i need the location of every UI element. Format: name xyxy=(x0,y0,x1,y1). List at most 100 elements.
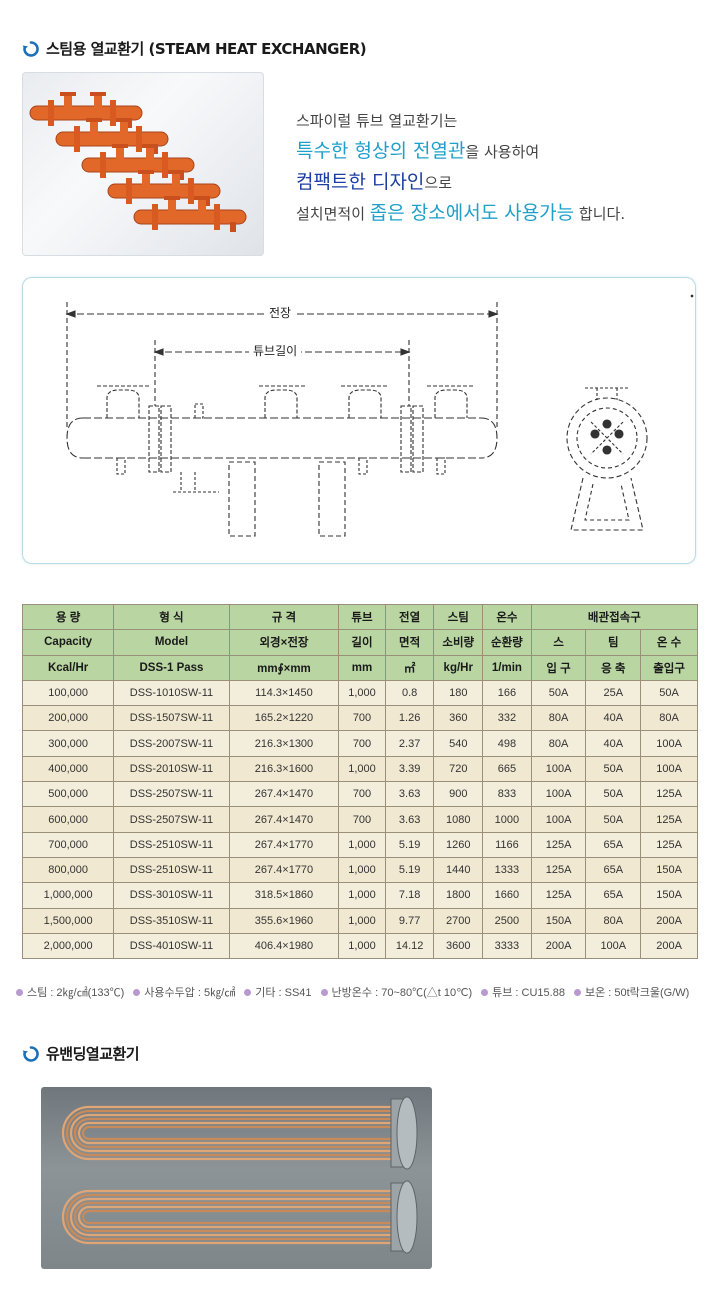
table-cell: 5.19 xyxy=(384,831,435,858)
th-consumption: 소비량 xyxy=(433,629,484,656)
table-cell: 1,000 xyxy=(338,882,386,909)
bullet-dot-icon xyxy=(244,988,252,996)
th-inout: 출입구 xyxy=(640,654,698,681)
table-cell: 3.63 xyxy=(384,806,435,833)
table-cell: 700 xyxy=(338,705,386,732)
table-cell: 100A xyxy=(530,781,587,808)
table-cell: 700,000 xyxy=(21,831,115,858)
bullet-dot-icon xyxy=(320,988,328,996)
table-cell: 700 xyxy=(338,730,386,757)
table-cell: 360 xyxy=(433,705,484,732)
table-cell: 50A xyxy=(640,679,698,707)
section-title-text: 유밴딩열교환기 xyxy=(46,1045,140,1063)
table-cell: 833 xyxy=(482,781,532,808)
spec-notes: 스팀 : 2㎏/㎠(133℃) 사용수두압 : 5㎏/㎠ 기타 : SS41 난… xyxy=(16,984,689,1000)
table-cell: 3.39 xyxy=(384,755,435,783)
table-cell: 500,000 xyxy=(21,781,115,808)
desc-line-4-rest: 합니다. xyxy=(574,205,626,223)
th-unit-kghr: kg/Hr xyxy=(433,654,484,681)
table-cell: 14.12 xyxy=(384,932,435,960)
th-od-length: 외경×전장 xyxy=(228,629,340,656)
th-unit-kcal: Kcal/Hr xyxy=(21,654,115,681)
table-cell: 165.2×1220 xyxy=(228,705,340,732)
desc-line-2-rest: 을 사용하여 xyxy=(465,143,540,161)
th-tube: 튜브 xyxy=(338,603,386,631)
note-item: 난방온수 : 70~80℃(△t 10℃) xyxy=(320,984,472,1000)
refresh-circle-icon xyxy=(22,40,39,57)
table-cell: DSS-2510SW-11 xyxy=(113,856,230,884)
th-circulation: 순환량 xyxy=(482,629,532,656)
table-cell: 180 xyxy=(433,679,484,707)
exchanger-unit xyxy=(107,170,221,206)
label-tube-length: 튜브길이 xyxy=(249,342,302,359)
table-cell: 200A xyxy=(640,932,698,960)
table-cell: 2,000,000 xyxy=(21,932,115,960)
desc-line-2-highlight: 특수한 형상의 전열관 xyxy=(296,140,466,162)
table-cell: 1440 xyxy=(433,856,484,884)
th-steam-s: 스 xyxy=(530,629,587,656)
table-cell: 3600 xyxy=(433,932,484,960)
th-unit-pass: DSS-1 Pass xyxy=(113,654,230,681)
table-cell: 100A xyxy=(530,806,587,833)
table-cell: 7.18 xyxy=(384,882,435,909)
table-cell: DSS-2510SW-11 xyxy=(113,831,230,858)
table-cell: 406.4×1980 xyxy=(228,932,340,960)
table-cell: 5.19 xyxy=(384,856,435,884)
label-total-length: 전장 xyxy=(265,304,296,321)
th-capacity-en: Capacity xyxy=(21,629,115,656)
table-cell: 100A xyxy=(585,932,642,960)
table-cell: 3.63 xyxy=(384,781,435,808)
table-cell: 200,000 xyxy=(21,705,115,732)
th-condensate: 응 축 xyxy=(585,654,642,681)
table-cell: 1333 xyxy=(482,856,532,884)
table-cell: 400,000 xyxy=(21,755,115,783)
table-cell: 80A xyxy=(640,705,698,732)
table-cell: 216.3×1600 xyxy=(228,755,340,783)
table-cell: 700 xyxy=(338,806,386,833)
th-heat-transfer: 전열 xyxy=(384,603,435,631)
table-cell: 1,000 xyxy=(338,856,386,884)
bullet-dot-icon xyxy=(481,988,489,996)
exchanger-unit xyxy=(133,196,247,232)
heat-exchanger-illustration xyxy=(29,92,247,232)
table-cell: 700 xyxy=(338,781,386,808)
table-header-row-3: Kcal/Hr DSS-1 Pass mm∮×mm mm ㎡ kg/Hr 1/m… xyxy=(21,654,698,681)
th-capacity: 용 량 xyxy=(21,603,115,631)
table-cell: 114.3×1450 xyxy=(228,679,340,707)
table-cell: 498 xyxy=(482,730,532,757)
table-cell: 1,000 xyxy=(338,831,386,858)
table-cell: 1,000 xyxy=(338,932,386,960)
table-cell: 1,500,000 xyxy=(21,907,115,934)
table-cell: 1,000 xyxy=(338,907,386,934)
table-cell: 665 xyxy=(482,755,532,783)
table-cell: 1800 xyxy=(433,882,484,909)
table-cell: 100A xyxy=(530,755,587,783)
table-cell: 300,000 xyxy=(21,730,115,757)
th-unit-mm: mm∮×mm xyxy=(228,654,340,681)
note-item: 스팀 : 2㎏/㎠(133℃) xyxy=(16,984,124,1000)
desc-line-4-pre: 설치면적이 xyxy=(296,205,370,223)
table-cell: 50A xyxy=(530,679,587,707)
table-cell: 355.6×1960 xyxy=(228,907,340,934)
exchanger-unit xyxy=(55,118,169,154)
bullet-dot-icon xyxy=(133,988,141,996)
table-cell: 600,000 xyxy=(21,806,115,833)
spec-table: 용 량 형 식 규 격 튜브 전열 스팀 온수 배관접속구 Capacity M… xyxy=(21,603,699,960)
th-unit-tube-mm: mm xyxy=(338,654,386,681)
table-cell: DSS-4010SW-11 xyxy=(113,932,230,960)
table-cell: 125A xyxy=(530,882,587,909)
table-cell: 0.8 xyxy=(384,679,435,707)
steam-heat-exchanger-photo xyxy=(22,72,264,256)
table-cell: 1260 xyxy=(433,831,484,858)
table-cell: 900 xyxy=(433,781,484,808)
bullet-dot-icon xyxy=(573,988,581,996)
table-cell: 125A xyxy=(530,831,587,858)
table-cell: 318.5×1860 xyxy=(228,882,340,909)
